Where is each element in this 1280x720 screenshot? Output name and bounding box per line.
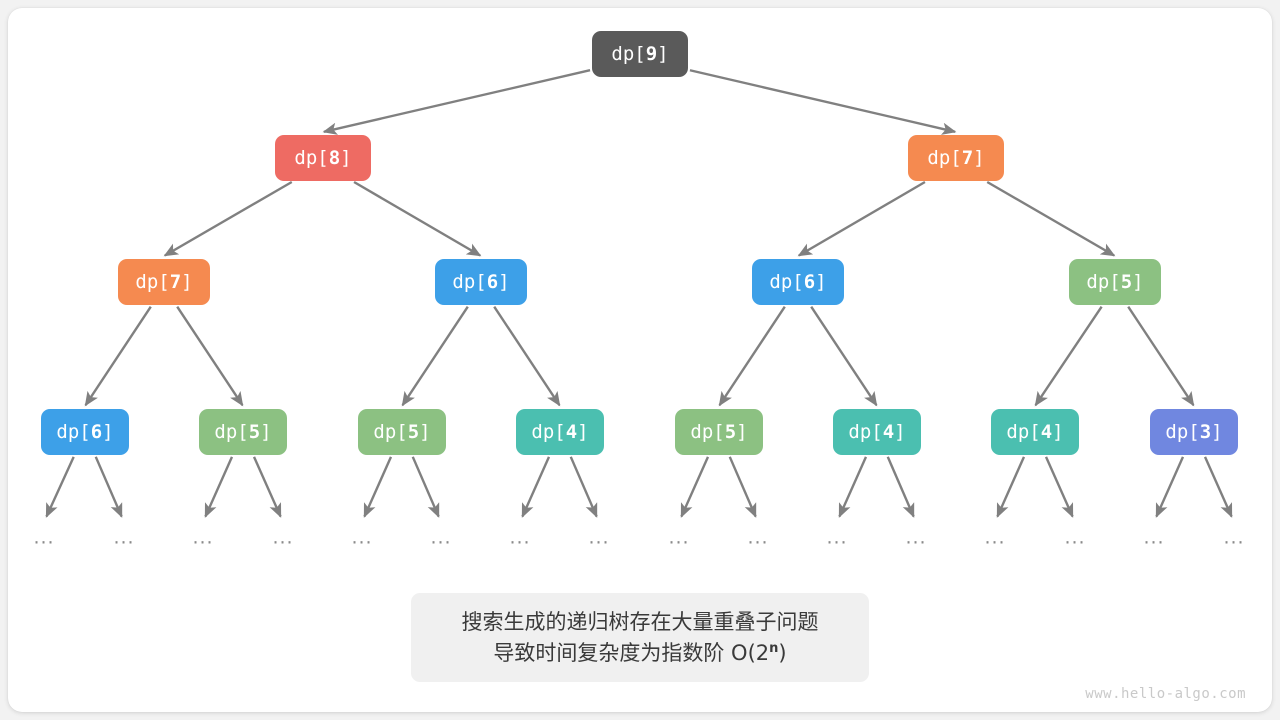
node-index-value: 3 xyxy=(1199,421,1212,443)
node-label-suffix: ] xyxy=(657,43,669,65)
node-label-suffix: ] xyxy=(1052,421,1064,443)
tree-node-dp7: dp[7] xyxy=(118,259,210,305)
ellipsis-5: ... xyxy=(351,526,373,549)
node-index-value: 7 xyxy=(961,147,974,169)
node-label-suffix: ] xyxy=(340,147,352,169)
node-label-suffix: ] xyxy=(1132,271,1144,293)
node-label-suffix: ] xyxy=(577,421,589,443)
node-label-prefix: dp[ xyxy=(294,147,329,169)
node-label-suffix: ] xyxy=(419,421,431,443)
ellipsis-13: ... xyxy=(984,526,1006,549)
ellipsis-3: ... xyxy=(192,526,214,549)
node-label-prefix: dp[ xyxy=(135,271,170,293)
ellipsis-16: ... xyxy=(1223,526,1245,549)
tree-node-dp6: dp[6] xyxy=(752,259,844,305)
node-index-value: 8 xyxy=(328,147,341,169)
tree-node-dp9: dp[9] xyxy=(592,31,688,77)
node-label-suffix: ] xyxy=(973,147,985,169)
node-label-suffix: ] xyxy=(815,271,827,293)
tree-node-dp4: dp[4] xyxy=(991,409,1079,455)
caption-line-2-prefix: 导致时间复杂度为指数阶 O(2 xyxy=(493,640,770,665)
caption-box: 搜索生成的递归树存在大量重叠子问题 导致时间复杂度为指数阶 O(2n) xyxy=(411,593,869,682)
node-label-prefix: dp[ xyxy=(690,421,725,443)
tree-node-dp4: dp[4] xyxy=(833,409,921,455)
node-index-value: 7 xyxy=(169,271,182,293)
tree-node-dp4: dp[4] xyxy=(516,409,604,455)
ellipsis-14: ... xyxy=(1064,526,1086,549)
node-label-suffix: ] xyxy=(260,421,272,443)
node-label-prefix: dp[ xyxy=(56,421,91,443)
node-index-value: 9 xyxy=(645,43,658,65)
ellipsis-4: ... xyxy=(272,526,294,549)
ellipsis-6: ... xyxy=(430,526,452,549)
ellipsis-2: ... xyxy=(113,526,135,549)
node-label-prefix: dp[ xyxy=(848,421,883,443)
caption-line-2: 导致时间复杂度为指数阶 O(2n) xyxy=(493,638,786,668)
ellipsis-11: ... xyxy=(826,526,848,549)
node-label-prefix: dp[ xyxy=(452,271,487,293)
node-label-prefix: dp[ xyxy=(214,421,249,443)
node-label-prefix: dp[ xyxy=(1165,421,1200,443)
tree-node-dp7: dp[7] xyxy=(908,135,1004,181)
node-label-prefix: dp[ xyxy=(1086,271,1121,293)
node-index-value: 6 xyxy=(803,271,816,293)
node-label-suffix: ] xyxy=(181,271,193,293)
node-index-value: 6 xyxy=(90,421,103,443)
tree-node-dp5: dp[5] xyxy=(1069,259,1161,305)
node-index-value: 5 xyxy=(248,421,261,443)
ellipsis-7: ... xyxy=(509,526,531,549)
node-label-suffix: ] xyxy=(736,421,748,443)
ellipsis-10: ... xyxy=(747,526,769,549)
node-index-value: 4 xyxy=(882,421,895,443)
caption-exponent: n xyxy=(769,640,779,656)
tree-node-dp5: dp[5] xyxy=(358,409,446,455)
tree-node-dp8: dp[8] xyxy=(275,135,371,181)
ellipsis-1: ... xyxy=(33,526,55,549)
node-label-prefix: dp[ xyxy=(769,271,804,293)
tree-node-dp6: dp[6] xyxy=(435,259,527,305)
ellipsis-15: ... xyxy=(1143,526,1165,549)
node-label-suffix: ] xyxy=(102,421,114,443)
caption-line-2-suffix: ) xyxy=(778,640,787,665)
tree-node-dp5: dp[5] xyxy=(199,409,287,455)
node-index-value: 5 xyxy=(724,421,737,443)
tree-node-dp5: dp[5] xyxy=(675,409,763,455)
ellipsis-9: ... xyxy=(668,526,690,549)
node-label-suffix: ] xyxy=(1211,421,1223,443)
node-label-prefix: dp[ xyxy=(611,43,646,65)
node-label-prefix: dp[ xyxy=(531,421,566,443)
node-label-suffix: ] xyxy=(894,421,906,443)
ellipsis-8: ... xyxy=(588,526,610,549)
caption-line-1: 搜索生成的递归树存在大量重叠子问题 xyxy=(461,610,819,635)
node-label-prefix: dp[ xyxy=(927,147,962,169)
node-index-value: 5 xyxy=(407,421,420,443)
tree-node-dp3: dp[3] xyxy=(1150,409,1238,455)
node-label-prefix: dp[ xyxy=(373,421,408,443)
ellipsis-12: ... xyxy=(905,526,927,549)
node-index-value: 4 xyxy=(565,421,578,443)
watermark: www.hello-algo.com xyxy=(1085,686,1246,702)
node-index-value: 5 xyxy=(1120,271,1133,293)
node-index-value: 4 xyxy=(1040,421,1053,443)
node-label-suffix: ] xyxy=(498,271,510,293)
tree-node-dp6: dp[6] xyxy=(41,409,129,455)
node-label-prefix: dp[ xyxy=(1006,421,1041,443)
node-index-value: 6 xyxy=(486,271,499,293)
